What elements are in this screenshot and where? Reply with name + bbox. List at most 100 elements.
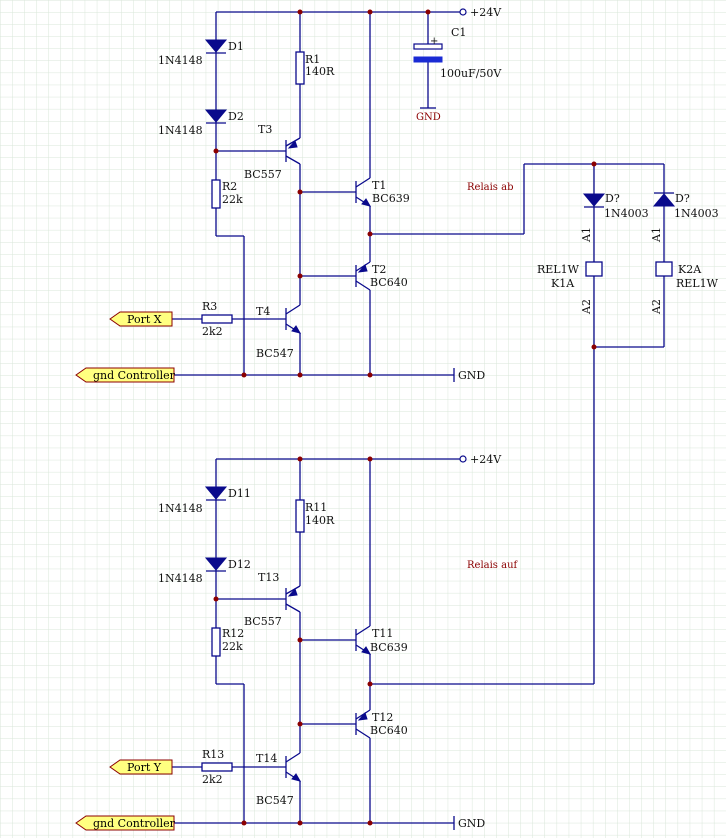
bottom-gnd-controller-tag: gnd Controller <box>75 815 176 831</box>
k2-ref: K2A <box>678 263 702 276</box>
dk1-value: 1N4003 <box>604 207 649 220</box>
c1-gnd-label: GND <box>416 112 441 123</box>
resistor-r3: R3 2k2 <box>201 300 233 338</box>
port-x-label: Port X <box>127 313 162 326</box>
transistor-t12: T12 BC640 <box>355 709 408 739</box>
t1-value: BC639 <box>372 192 410 205</box>
r2-value: 22k <box>222 193 243 206</box>
t1-ref: T1 <box>372 179 386 192</box>
k2-value: REL1W <box>676 277 719 290</box>
top-relay-label: Relais ab <box>467 182 513 193</box>
bottom-gnd-controller-label: gnd Controller <box>93 817 176 830</box>
top-gnd-controller-label: gnd Controller <box>93 369 176 382</box>
resistor-r2: R2 22k <box>211 179 243 209</box>
t4-ref: T4 <box>256 305 270 318</box>
port-x-tag: Port X <box>109 311 173 327</box>
diode-d11: D11 1N4148 <box>158 486 251 515</box>
top-junctions <box>213 9 431 378</box>
bottom-relay-label: Relais auf <box>467 560 519 571</box>
capacitor-c1: + C1 100uF/50V GND <box>413 26 502 123</box>
k2-pin2: A2 <box>650 299 663 315</box>
r13-ref: R13 <box>202 748 224 761</box>
d12-ref: D12 <box>228 558 251 571</box>
relay-k1a: A1 A2 REL1W K1A <box>537 227 603 315</box>
t2-value: BC640 <box>370 276 408 289</box>
transistor-t2: T2 BC640 <box>355 261 408 291</box>
bottom-power-label: +24V <box>470 453 502 466</box>
resistor-r11: R11 140R <box>295 499 335 533</box>
t11-ref: T11 <box>372 627 393 640</box>
t2-ref: T2 <box>372 263 386 276</box>
top-ground-pin: GND <box>453 368 485 382</box>
r3-value: 2k2 <box>202 325 223 338</box>
transistor-t4: T4 BC547 <box>256 304 302 360</box>
dk2-value: 1N4003 <box>674 207 719 220</box>
t13-value: BC557 <box>244 615 282 628</box>
t14-ref: T14 <box>256 752 277 765</box>
diode-d12: D12 1N4148 <box>158 557 251 585</box>
transistor-t14: T14 BC547 <box>256 752 302 807</box>
d2-ref: D2 <box>228 110 244 123</box>
diode-d2: D2 1N4148 <box>158 109 244 137</box>
relay-section: D? 1N4003 D? 1N4003 A1 A2 REL1W K1A A1 A… <box>370 161 719 685</box>
port-y-label: Port Y <box>127 761 162 774</box>
k1-pin1: A1 <box>580 227 593 243</box>
d11-value: 1N4148 <box>158 502 203 515</box>
transistor-t13: T13 BC557 <box>244 571 301 628</box>
resistor-r13: R13 2k2 <box>201 748 233 786</box>
t13-ref: T13 <box>258 571 279 584</box>
r11-ref: R11 <box>305 501 327 514</box>
port-y-tag: Port Y <box>109 759 173 775</box>
top-power-label: +24V <box>470 6 502 19</box>
k2-pin1: A1 <box>650 227 663 243</box>
dk1-ref: D? <box>605 192 620 205</box>
k1-pin2: A2 <box>580 299 593 315</box>
c1-ref: C1 <box>451 26 466 39</box>
r11-value: 140R <box>305 514 335 527</box>
diode-d1: D1 1N4148 <box>158 39 244 67</box>
bottom-gnd-label: GND <box>458 817 485 830</box>
r12-ref: R12 <box>222 627 244 640</box>
t3-value: BC557 <box>244 168 282 181</box>
c1-value: 100uF/50V <box>440 67 502 80</box>
transistor-t3: T3 BC557 <box>244 123 301 181</box>
r1-value: 140R <box>305 65 335 78</box>
t14-value: BC547 <box>256 794 294 807</box>
top-circuit: +24V GND D1 1N4148 D2 1N4148 R1 140R <box>75 6 664 383</box>
diode-dk1: D? 1N4003 <box>582 192 649 220</box>
d11-ref: D11 <box>228 487 251 500</box>
t11-value: BC639 <box>370 641 408 654</box>
r2-ref: R2 <box>222 180 237 193</box>
top-gnd-controller-tag: gnd Controller <box>75 367 176 383</box>
transistor-t11: T11 BC639 <box>355 625 408 655</box>
r12-value: 22k <box>222 640 243 653</box>
r3-ref: R3 <box>202 300 217 313</box>
d1-ref: D1 <box>228 40 244 53</box>
k1-value: REL1W <box>537 263 580 276</box>
dk2-ref: D? <box>675 192 690 205</box>
top-gnd-label: GND <box>458 369 485 382</box>
resistor-r12: R12 22k <box>211 627 244 657</box>
k1-ref: K1A <box>551 277 575 290</box>
bottom-circuit: +24V GND D11 1N4148 D12 1N4148 R11 140R … <box>75 453 519 831</box>
bottom-power-pin: +24V <box>459 453 502 466</box>
d1-value: 1N4148 <box>158 54 203 67</box>
r1-ref: R1 <box>305 53 320 66</box>
transistor-t1: T1 BC639 <box>355 177 410 207</box>
t12-ref: T12 <box>372 711 393 724</box>
bottom-junctions <box>213 456 373 826</box>
relay-k2a: A1 A2 K2A REL1W <box>650 227 719 315</box>
resistor-r1: R1 140R <box>295 51 335 85</box>
relay-wires <box>370 164 665 685</box>
t4-value: BC547 <box>256 347 294 360</box>
diode-dk2: D? 1N4003 <box>652 192 719 220</box>
t12-value: BC640 <box>370 724 408 737</box>
bottom-wires <box>172 458 460 824</box>
t3-ref: T3 <box>258 123 272 136</box>
top-power-pin: +24V <box>459 6 502 19</box>
svg-text:+: + <box>430 36 438 47</box>
d12-value: 1N4148 <box>158 572 203 585</box>
bottom-ground-pin: GND <box>453 816 485 830</box>
